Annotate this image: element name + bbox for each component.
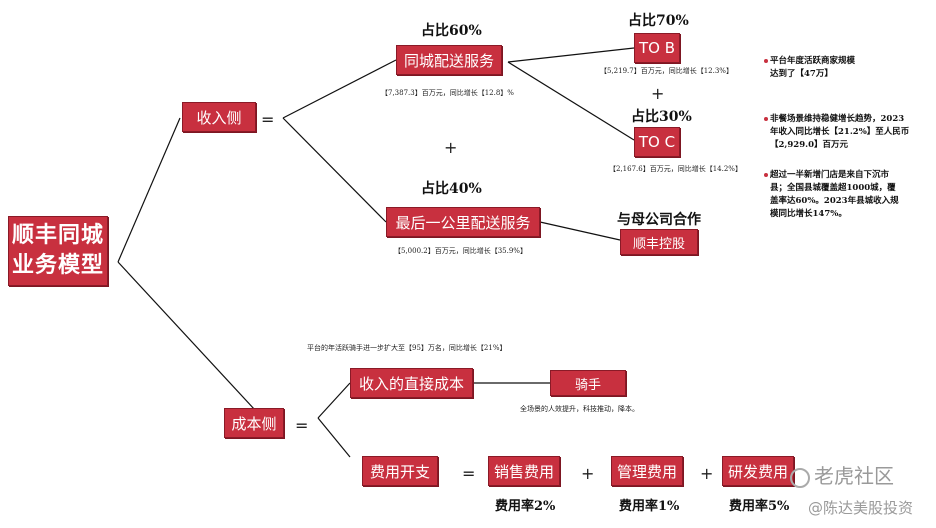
root-line1: 顺丰同城 xyxy=(11,223,104,248)
note-non-food: 非餐场景维持稳健增长趋势，2023年收入同比增长【21.2%】至人民币【2,92… xyxy=(764,113,912,152)
expense-plus-1: + xyxy=(581,464,595,483)
toc-stats: 【2,167.6】百万元，同比增长【14.2%】 xyxy=(609,165,742,173)
connector-cost-direct xyxy=(317,382,351,419)
city-stats: 【7,387.3】百万元，同比增长【12.8】% xyxy=(381,89,514,97)
admin-expense-box: 管理费用 xyxy=(611,456,683,486)
connector-root-cost xyxy=(117,261,256,411)
revenue-equals: = xyxy=(261,110,275,129)
city-plus: + xyxy=(651,84,665,103)
lastmile-share: 占比40% xyxy=(421,181,482,197)
sales-expense-rate: 费用率2% xyxy=(495,499,556,514)
connector-revenue-lastmile xyxy=(282,117,387,223)
expense-box: 费用开支 xyxy=(362,456,438,486)
rnd-expense-box: 研发费用 xyxy=(722,456,794,486)
tob-share: 占比70% xyxy=(628,13,689,29)
partner-title: 与母公司合作 xyxy=(617,212,701,228)
bullet-dot xyxy=(764,173,768,177)
toc-box: TO C xyxy=(634,127,680,157)
expense-equals: = xyxy=(462,464,476,483)
admin-expense-rate: 费用率1% xyxy=(619,499,680,514)
watermark-handle: @陈达美股投资 xyxy=(808,499,914,517)
city-share: 占比60% xyxy=(421,23,482,39)
partner-box: 顺丰控股 xyxy=(620,229,698,255)
connector-revenue-city xyxy=(282,59,397,119)
note-active-merchants: 平台年度活跃商家规模达到了【47万】 xyxy=(764,55,862,81)
cost-equals: = xyxy=(295,416,309,435)
expense-plus-2: + xyxy=(700,464,714,483)
sales-expense-box: 销售费用 xyxy=(488,456,560,486)
connector-cost-expense xyxy=(317,417,351,458)
direct-cost-box: 收入的直接成本 xyxy=(350,368,473,398)
note-3-text: 超过一半新增门店是来自下沉市县；全国县城覆盖超1000城，覆盖率达60%。202… xyxy=(770,170,899,219)
root-line2: 业务模型 xyxy=(11,253,104,278)
revenue-plus: + xyxy=(444,138,458,157)
watermark-logo: 老虎社区 xyxy=(790,460,894,489)
connector-lastmile-partner xyxy=(539,221,621,241)
connector-root-revenue xyxy=(117,117,181,263)
toc-share: 占比30% xyxy=(631,109,692,125)
lastmile-stats: 【5,000.2】百万元，同比增长【35.9%】 xyxy=(394,247,527,255)
city-delivery-box: 同城配送服务 xyxy=(396,45,502,75)
revenue-side-box: 收入侧 xyxy=(182,102,256,132)
bullet-dot xyxy=(764,117,768,121)
note-1-text: 平台年度活跃商家规模达到了【47万】 xyxy=(770,56,856,79)
rider-sub: 全场景的人效提升，科技推动，降本。 xyxy=(520,405,639,413)
rider-note: 平台的年活跃骑手进一步扩大至【95】万名，同比增长【21%】 xyxy=(307,344,507,352)
connector-city-tob xyxy=(507,47,635,63)
bullet-dot xyxy=(764,59,768,63)
root-node: 顺丰同城 业务模型 xyxy=(8,216,108,286)
note-2-text: 非餐场景维持稳健增长趋势，2023年收入同比增长【21.2%】至人民币【2,92… xyxy=(770,114,910,150)
tiger-icon xyxy=(790,467,810,488)
rider-box: 骑手 xyxy=(550,370,626,396)
tob-stats: 【5,219.7】百万元，同比增长【12.3%】 xyxy=(600,67,733,75)
cost-side-box: 成本侧 xyxy=(224,408,284,438)
lastmile-box: 最后一公里配送服务 xyxy=(386,207,540,237)
watermark-line1: 老虎社区 xyxy=(814,464,894,488)
tob-box: TO B xyxy=(634,33,680,63)
rnd-expense-rate: 费用率5% xyxy=(729,499,790,514)
note-county: 超过一半新增门店是来自下沉市县；全国县城覆盖超1000城，覆盖率达60%。202… xyxy=(764,169,902,221)
connector-city-toc xyxy=(507,61,635,141)
